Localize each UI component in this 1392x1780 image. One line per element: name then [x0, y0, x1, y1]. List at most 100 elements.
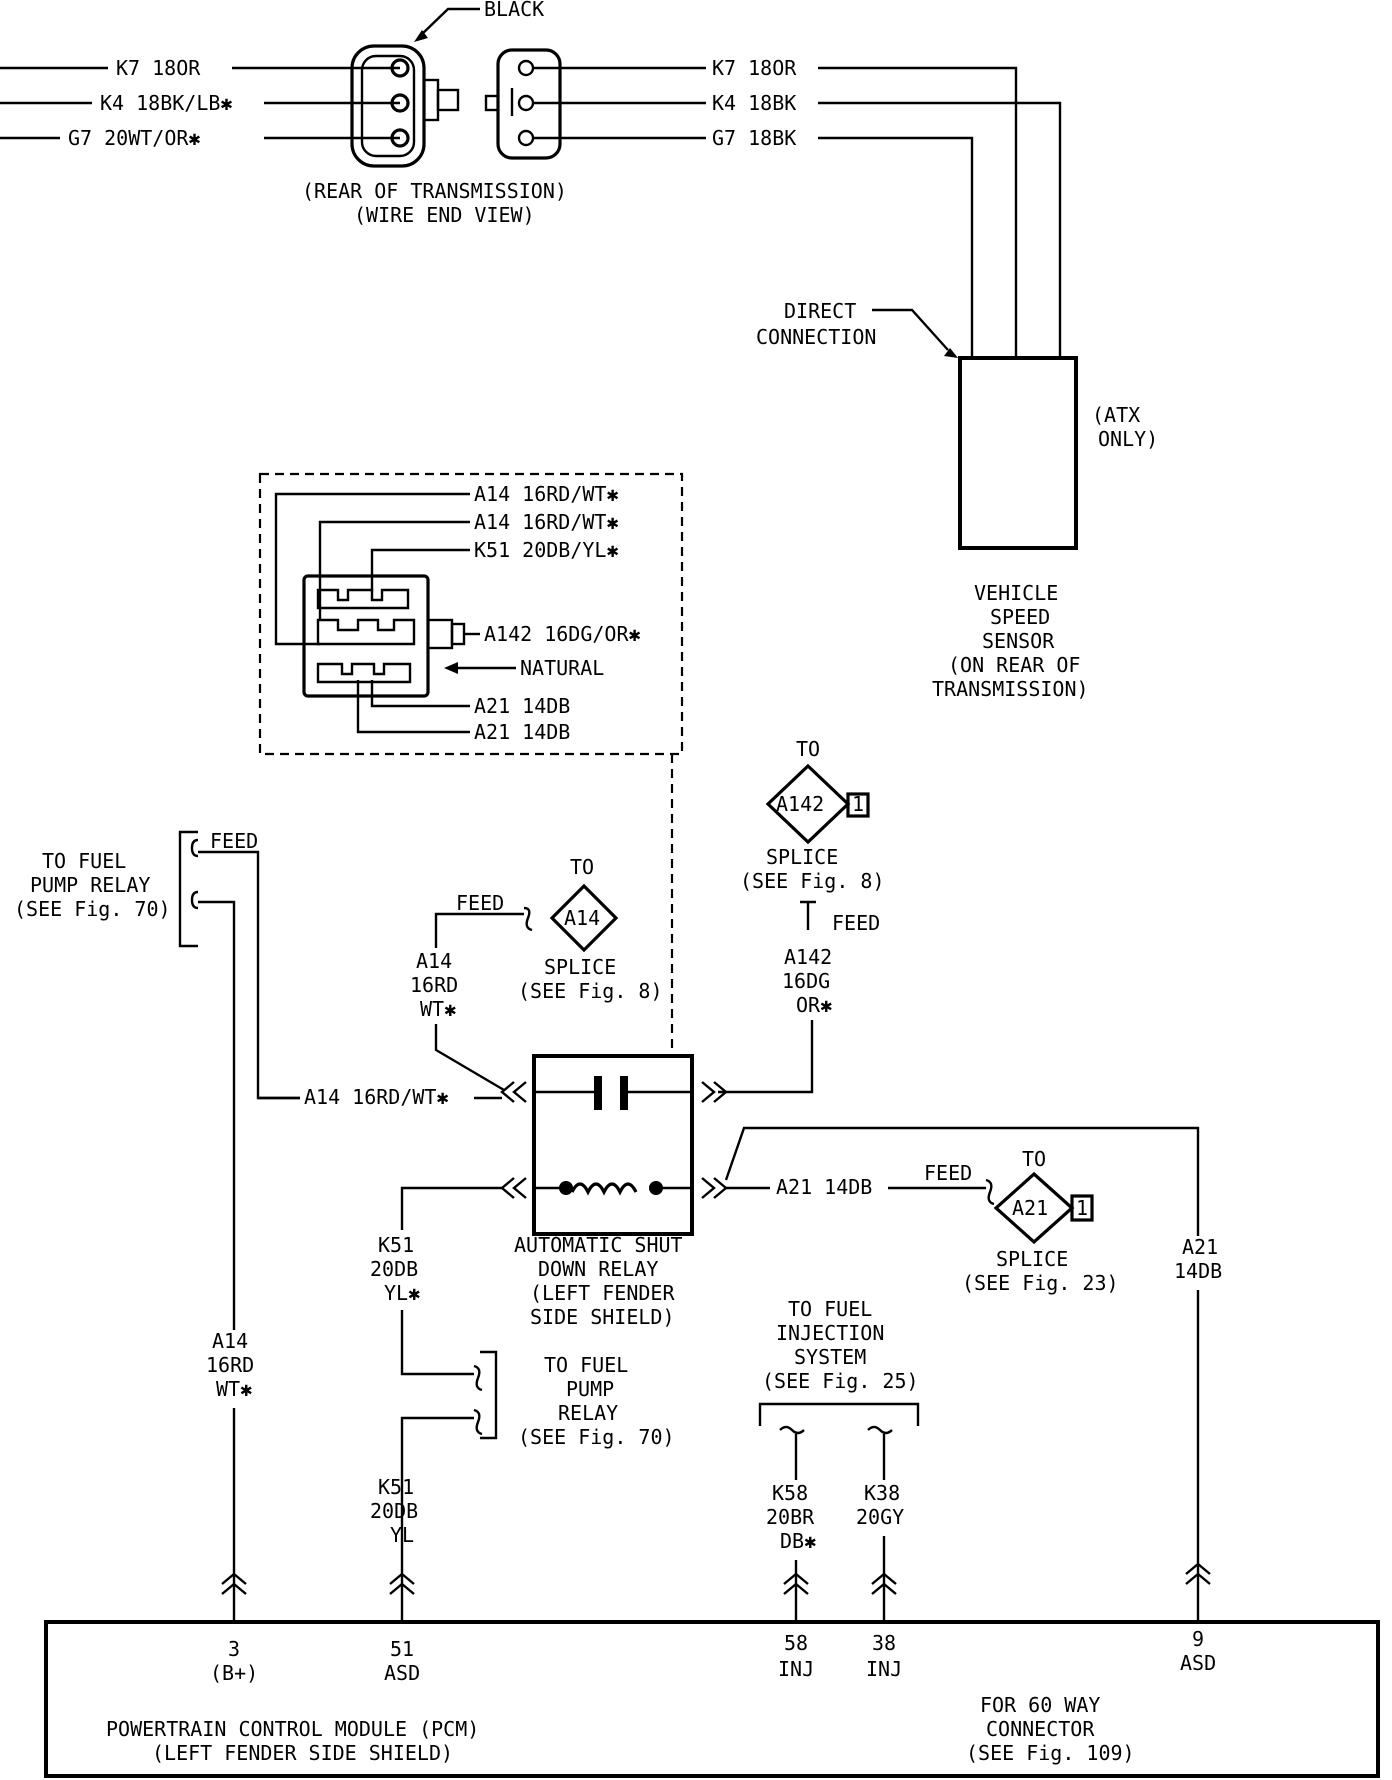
- vss-box: [958, 356, 1078, 550]
- splice-a21-label-2: (SEE Fig. 23): [962, 1271, 1119, 1295]
- splice-a21-label-1: SPLICE: [996, 1247, 1068, 1271]
- vss-wires: [818, 66, 1062, 358]
- a14-left-3: WT✱: [216, 1377, 252, 1401]
- splice-a14-to: TO: [570, 855, 594, 879]
- splice-a21: FEED TO A21 1 SPLICE (SEE Fig. 23): [888, 1147, 1119, 1295]
- pcm-connector-chevrons: [221, 1560, 1211, 1620]
- fuel-pump-label-1: TO FUEL: [42, 849, 126, 873]
- right-wire-2: K4 18BK: [712, 91, 796, 115]
- a21-right-wire: [724, 1126, 1200, 1236]
- splice-a142-feed: FEED: [832, 911, 880, 935]
- splice-a142-label-2: (SEE Fig. 8): [740, 869, 885, 893]
- direct-label-1: DIRECT: [784, 299, 856, 323]
- splice-a14-label-2: (SEE Fig. 8): [518, 979, 663, 1003]
- relay-label-2: DOWN RELAY: [538, 1257, 658, 1281]
- splice-a14-id: A14: [564, 906, 600, 930]
- k58-3: DB✱: [780, 1529, 816, 1553]
- fuel-pump-label-3: (SEE Fig. 70): [14, 897, 171, 921]
- relay-wire-4: A142 16DG/OR✱: [484, 622, 641, 646]
- k58-2: 20BR: [766, 1505, 815, 1529]
- arrow-icon: [444, 662, 458, 674]
- pin-58-name: INJ: [778, 1657, 814, 1681]
- a14-left-wire: A14 16RD WT✱: [206, 1329, 266, 1408]
- k51-wire: K51 20DB YL✱ K51 20DB YL: [370, 1186, 502, 1560]
- k51-top-1: K51: [378, 1233, 414, 1257]
- splice-a21-diamond: [993, 1171, 1075, 1245]
- relay-label-3: (LEFT FENDER: [530, 1281, 675, 1305]
- relay-right-wire: A21 14DB: [776, 1175, 872, 1199]
- fpr-bottom-2: PUMP: [566, 1377, 614, 1401]
- fpr-bottom-4: (SEE Fig. 70): [518, 1425, 675, 1449]
- connector-caption-1: (REAR OF TRANSMISSION): [302, 179, 567, 203]
- a142-wire-3: OR✱: [796, 993, 832, 1017]
- fi-label-3: SYSTEM: [794, 1345, 866, 1369]
- splice-a142-id: A142: [776, 792, 824, 816]
- vss-label-4: (ON REAR OF: [948, 653, 1080, 677]
- pcm-title-1: POWERTRAIN CONTROL MODULE (PCM): [106, 1717, 479, 1741]
- pin-38-num: 38: [872, 1631, 896, 1655]
- vehicle-speed-sensor: DIRECT CONNECTION (ATX ONLY) VEHICLE SPE…: [756, 299, 1158, 701]
- relay-wire-3: K51 20DB/YL✱: [474, 538, 619, 562]
- arrow-icon: [944, 348, 958, 358]
- k38-2: 20GY: [856, 1505, 904, 1529]
- relay-contact-icon: [594, 1076, 602, 1110]
- k51-bottom-3: YL: [390, 1523, 414, 1547]
- splice-a14-feed: FEED: [456, 891, 504, 915]
- fuel-pump-feed: FEED: [210, 829, 258, 853]
- a142-wire-1: A142: [784, 945, 832, 969]
- vss-label-3: SENSOR: [982, 629, 1055, 653]
- splice-a142-diamond: [765, 763, 851, 845]
- vss-label-5: TRANSMISSION): [932, 677, 1089, 701]
- relay-label-4: SIDE SHIELD): [530, 1305, 675, 1329]
- atx-label-1: (ATX: [1092, 403, 1140, 427]
- splice-a142-num: 1: [852, 792, 864, 816]
- fuel-pump-label-2: PUMP RELAY: [30, 873, 150, 897]
- fpr-bottom-3: RELAY: [558, 1401, 618, 1425]
- splice-a142-label-1: SPLICE: [766, 845, 838, 869]
- relay-wire-1: A14 16RD/WT✱: [474, 482, 619, 506]
- a142-wire-2: 16DG: [782, 969, 830, 993]
- a21-right-2: 14DB: [1174, 1259, 1222, 1283]
- vss-label-1: VEHICLE: [974, 581, 1058, 605]
- transmission-connector: BLACK K7 18OR K4 18BK/LB✱ G7 20WT/OR✱ K7…: [0, 0, 797, 227]
- atx-label-2: ONLY): [1098, 427, 1158, 451]
- pcm: 3 (B+) 51 ASD 58 INJ 38 INJ 9 ASD POWERT…: [44, 1620, 1380, 1778]
- k51-bottom-2: 20DB: [370, 1499, 418, 1523]
- splice-a21-num: 1: [1076, 1196, 1088, 1220]
- splice-a142: TO A142 1 SPLICE (SEE Fig. 8) FEED A142 …: [718, 737, 885, 1094]
- pin-3-num: 3: [228, 1637, 240, 1661]
- fi-label-1: TO FUEL: [788, 1297, 872, 1321]
- k51-top-2: 20DB: [370, 1257, 418, 1281]
- right-wire-3: G7 18BK: [712, 126, 796, 150]
- splice-a21-to: TO: [1022, 1147, 1046, 1171]
- a21-right-1: A21: [1182, 1235, 1218, 1259]
- connector-caption-2: (WIRE END VIEW): [354, 203, 535, 227]
- fuel-injection: TO FUEL INJECTION SYSTEM (SEE Fig. 25) K…: [758, 1297, 920, 1620]
- pcm-conn-2: CONNECTOR: [986, 1717, 1095, 1741]
- color-leader: [419, 7, 480, 37]
- relay-wire-5: NATURAL: [520, 656, 604, 680]
- a21-right-label: A21 14DB: [1174, 1235, 1222, 1620]
- pin-58-num: 58: [784, 1631, 808, 1655]
- left-wire-1: K7 18OR: [116, 56, 201, 80]
- relay-wire-6: A21 14DB: [474, 694, 570, 718]
- pin-3-name: (B+): [210, 1661, 258, 1685]
- pin-9-name: ASD: [1180, 1651, 1216, 1675]
- fuel-pump-relay-bottom: TO FUEL PUMP RELAY (SEE Fig. 70): [518, 1353, 675, 1449]
- connector-color-label: BLACK: [484, 0, 544, 21]
- k51-bottom-1: K51: [378, 1475, 414, 1499]
- direct-label-2: CONNECTION: [756, 325, 876, 349]
- k51-top-3: YL✱: [384, 1281, 420, 1305]
- pcm-conn-3: (SEE Fig. 109): [966, 1741, 1135, 1765]
- pcm-conn-1: FOR 60 WAY: [980, 1693, 1100, 1717]
- pin-9-num: 9: [1192, 1627, 1204, 1651]
- fi-label-4: (SEE Fig. 25): [762, 1369, 919, 1393]
- fuel-pump-relay-top: FEED TO FUEL PUMP RELAY (SEE Fig. 70): [14, 829, 300, 1620]
- left-wire-2: K4 18BK/LB✱: [100, 91, 232, 115]
- relay-connector-view: A14 16RD/WT✱ A14 16RD/WT✱ K51 20DB/YL✱ A…: [258, 472, 684, 756]
- a14-wire-3: WT✱: [420, 997, 456, 1021]
- asd-relay-box: [532, 1054, 694, 1236]
- a14-left-2: 16RD: [206, 1353, 254, 1377]
- splice-a21-feed: FEED: [924, 1161, 972, 1185]
